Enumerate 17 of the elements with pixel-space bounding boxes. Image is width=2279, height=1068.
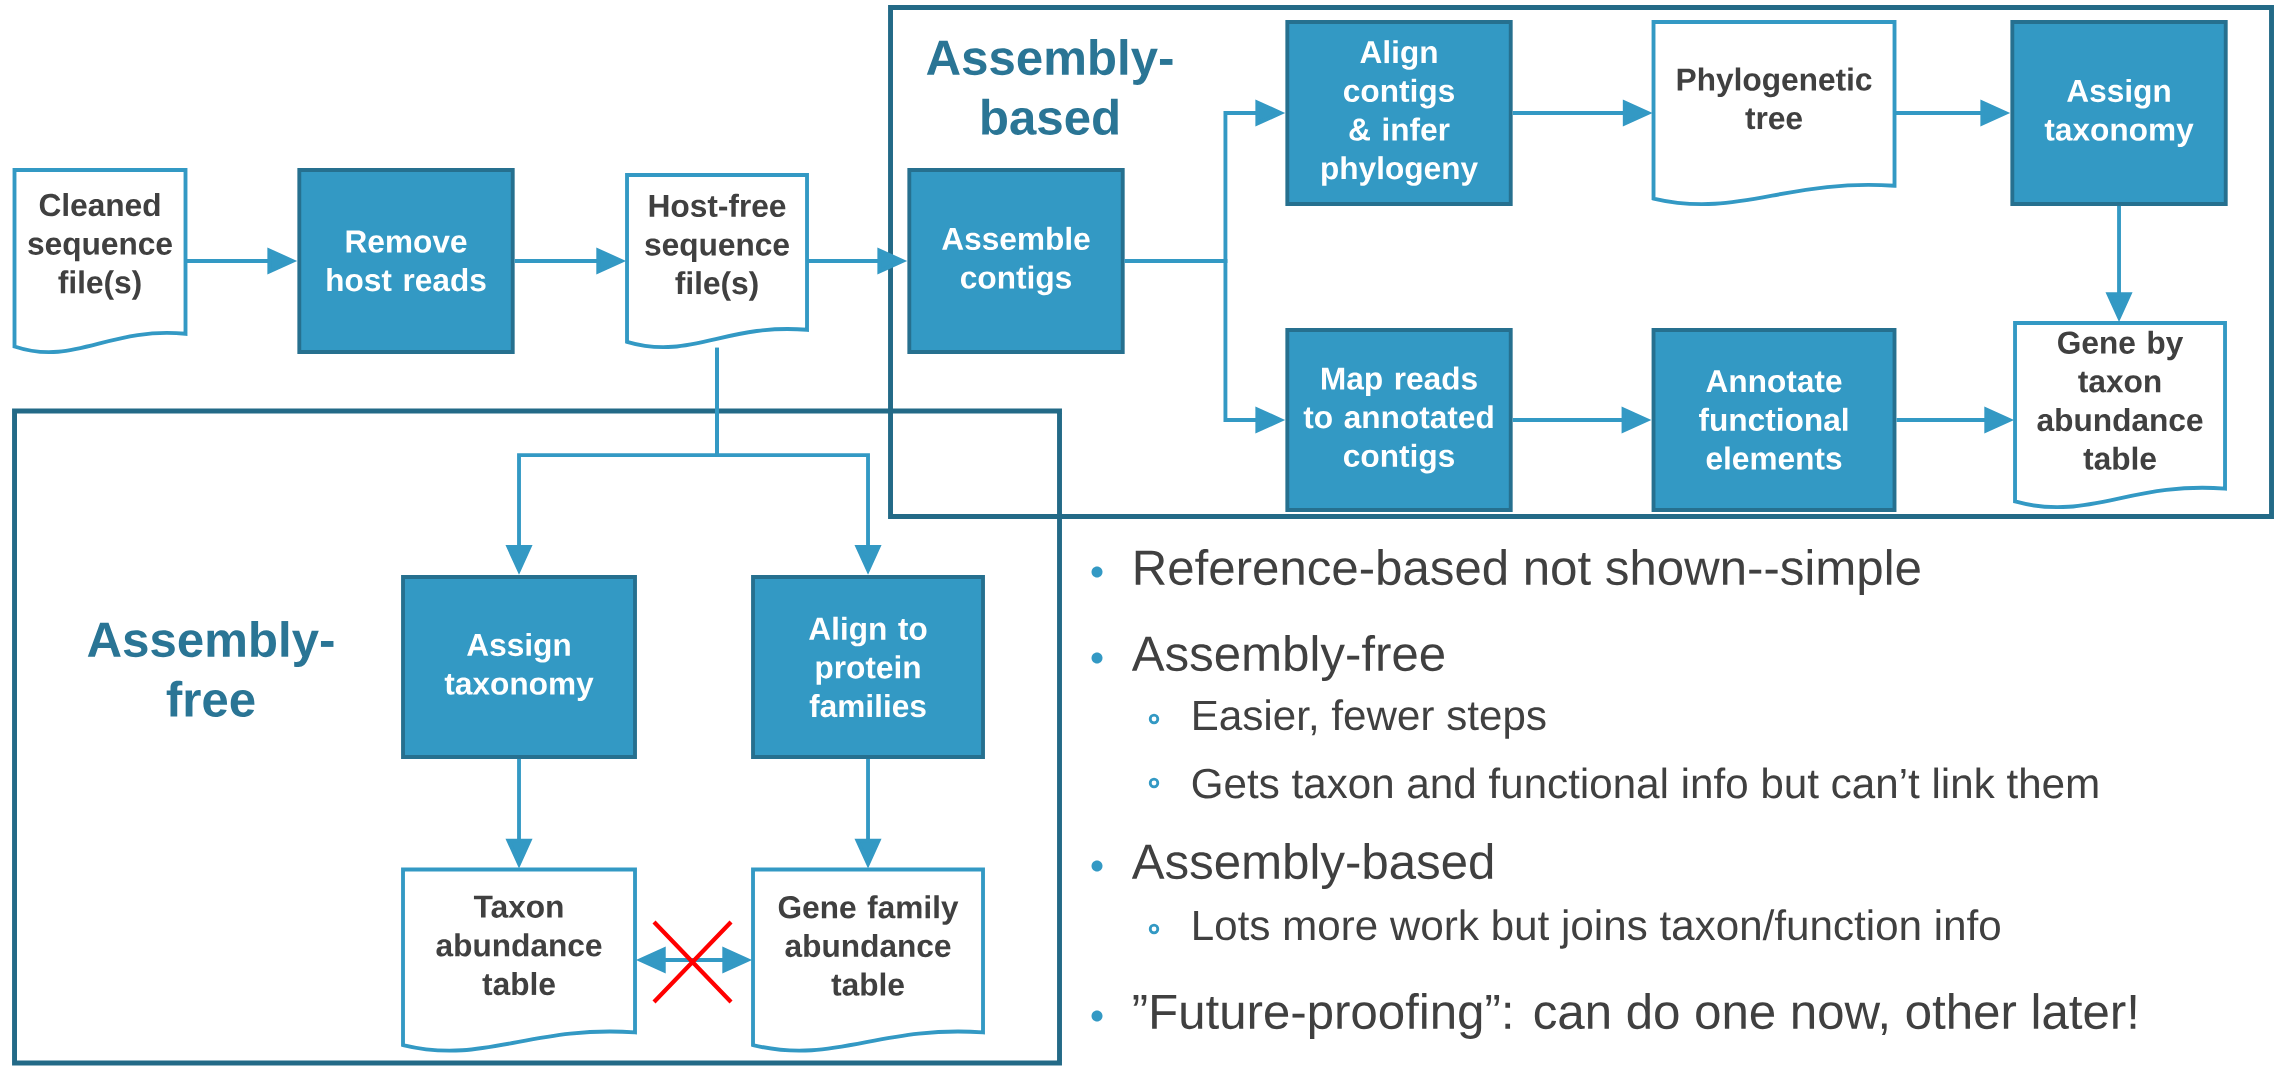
- process-box: Align contigs & infer phylogeny: [1285, 20, 1513, 206]
- process-box: Assign taxonomy: [2010, 20, 2228, 206]
- bullet-text: ”Future-proofing”: can do one now, other later!: [1133, 993, 2136, 1039]
- bullet-text: Lots more work but joins taxon/function info: [1194, 909, 2000, 949]
- process-box: Remove host reads: [297, 168, 515, 354]
- bullet-text: Reference-based not shown--simple: [1135, 549, 1920, 595]
- process-box: Assemble contigs: [907, 168, 1125, 354]
- group-title: Assembly-based: [926, 39, 1173, 135]
- group-title: Assembly-free: [87, 621, 334, 717]
- process-box: Assign taxonomy: [401, 575, 637, 759]
- bullet-text: Easier, fewer steps: [1194, 699, 1546, 739]
- bullet-text: Gets taxon and functional info but can’t link them: [1192, 767, 2098, 799]
- process-box: Align to protein families: [751, 575, 985, 759]
- bullet-text: Assembly-free: [1131, 635, 1444, 681]
- process-box: Map reads to annotated contigs: [1285, 328, 1513, 512]
- bullet-text: Assembly-based: [1131, 843, 1493, 889]
- process-box: Annotate functional elements: [1651, 328, 1897, 512]
